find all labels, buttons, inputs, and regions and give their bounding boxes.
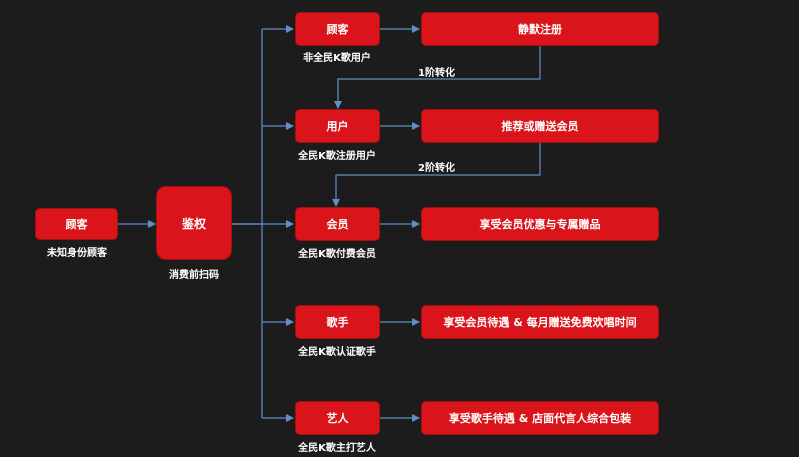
branch-artist-caption: 全民K歌主打艺人 bbox=[298, 443, 376, 454]
branch-singer-node[interactable]: 歌手 bbox=[295, 305, 380, 339]
branch-user-caption: 全民K歌注册用户 bbox=[298, 151, 376, 162]
benefit-free-singing-time[interactable]: 享受会员待遇 & 每月赠送免费欢唱时间 bbox=[421, 305, 659, 339]
benefit-recommend-membership[interactable]: 推荐或赠送会员 bbox=[421, 109, 659, 143]
branch-member-node[interactable]: 会员 bbox=[295, 207, 380, 241]
branch-artist-node[interactable]: 艺人 bbox=[295, 401, 380, 435]
branch-member-caption: 全民K歌付费会员 bbox=[298, 249, 376, 260]
benefit-member-discount[interactable]: 享受会员优惠与专属赠品 bbox=[421, 207, 659, 241]
branch-guest-caption: 非全民K歌用户 bbox=[303, 53, 371, 64]
branch-user-node[interactable]: 用户 bbox=[295, 109, 380, 143]
benefit-silent-register[interactable]: 静默注册 bbox=[421, 12, 659, 46]
auth-caption: 消费前扫码 bbox=[169, 270, 219, 281]
source-guest-caption: 未知身份顾客 bbox=[47, 248, 107, 259]
benefit-store-ambassador[interactable]: 享受歌手待遇 & 店面代言人综合包装 bbox=[421, 401, 659, 435]
auth-node[interactable]: 鉴权 bbox=[156, 186, 232, 260]
conversion-2-label: 2阶转化 bbox=[418, 163, 455, 174]
conversion-1-label: 1阶转化 bbox=[418, 68, 455, 79]
source-guest-node[interactable]: 顾客 bbox=[35, 208, 118, 240]
edge-conversion-2 bbox=[332, 143, 541, 207]
branch-singer-caption: 全民K歌认证歌手 bbox=[298, 347, 376, 358]
branch-guest-node[interactable]: 顾客 bbox=[295, 12, 380, 46]
edge-conversion-1 bbox=[334, 46, 541, 109]
